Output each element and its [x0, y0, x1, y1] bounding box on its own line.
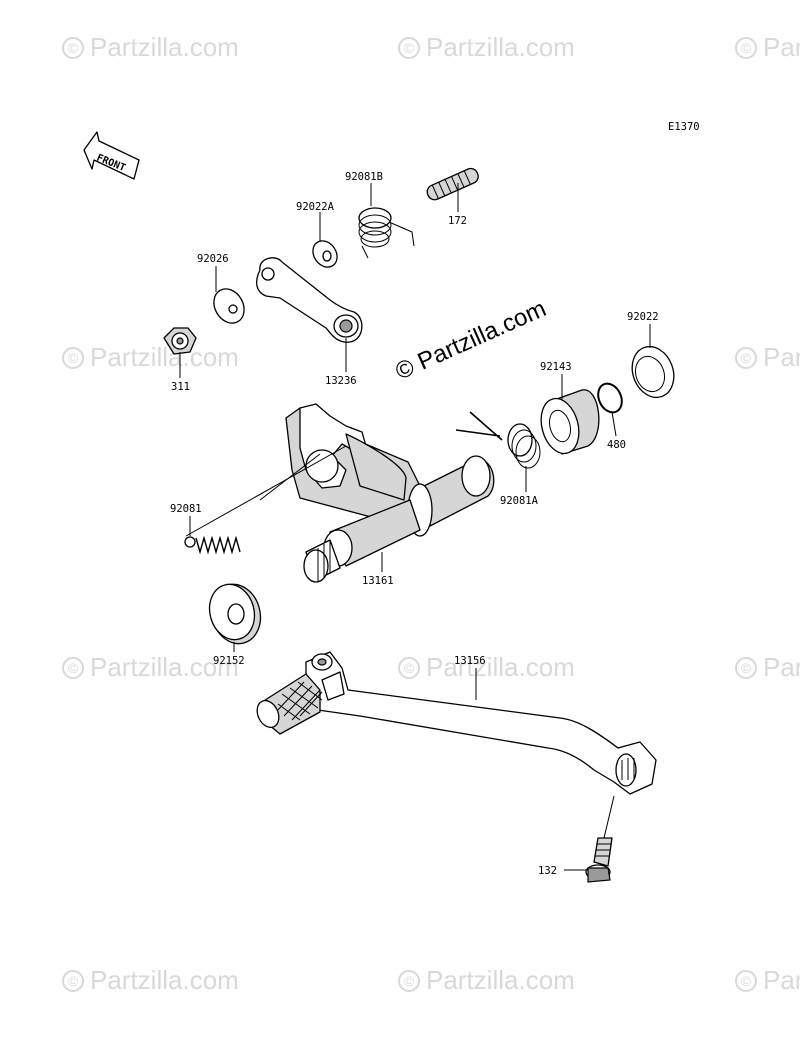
part-13161-shaft	[259, 403, 495, 583]
copyright-icon: ©	[398, 657, 420, 679]
watermark: ©Partzilla.com	[62, 965, 239, 996]
copyright-icon: ©	[62, 657, 84, 679]
watermark: ©Partzilla.com	[62, 32, 239, 63]
watermark: ©Partzilla.com	[398, 965, 575, 996]
watermark: ©Partzilla.com	[62, 342, 239, 373]
part-92143-collar	[540, 389, 600, 455]
watermark: ©Partzilla.com	[398, 32, 575, 63]
label-13236: 13236	[325, 375, 357, 387]
copyright-icon: ©	[735, 970, 757, 992]
label-480: 480	[607, 439, 626, 451]
label-13156: 13156	[454, 655, 486, 667]
part-92081B-spring	[358, 207, 415, 259]
copyright-icon: ©	[398, 970, 420, 992]
copyright-icon: ©	[735, 657, 757, 679]
label-92022A: 92022A	[296, 201, 335, 213]
part-172-pin	[426, 167, 479, 201]
part-132-bolt	[585, 795, 615, 883]
copyright-icon: ©	[735, 347, 757, 369]
copyright-icon: ©	[62, 970, 84, 992]
label-311: 311	[171, 381, 190, 393]
label-92081: 92081	[170, 503, 202, 515]
label-92152: 92152	[213, 655, 245, 667]
part-92152-seal	[208, 583, 262, 645]
part-92022-washer	[631, 345, 675, 399]
label-92143: 92143	[540, 361, 572, 373]
copyright-icon: ©	[735, 37, 757, 59]
label-172: 172	[448, 215, 467, 227]
part-13156-pedal	[256, 651, 657, 795]
front-arrow-icon: FRONT	[83, 131, 140, 180]
watermark: ©Partzilla.com	[735, 32, 800, 63]
label-92081B: 92081B	[345, 171, 383, 183]
label-92022: 92022	[627, 311, 659, 323]
center-watermark: © Partzilla.com	[391, 295, 550, 385]
watermark: ©Partzilla.com	[735, 342, 800, 373]
part-92026-washer	[213, 288, 245, 324]
label-92026: 92026	[197, 253, 229, 265]
copyright-icon: ©	[398, 37, 420, 59]
part-480-circlip	[597, 382, 623, 414]
label-13161: 13161	[362, 575, 394, 587]
watermark: ©Partzilla.com	[398, 652, 575, 683]
label-92081A: 92081A	[500, 495, 539, 507]
diagram-code: E1370	[668, 121, 700, 133]
part-92022A-washer	[312, 240, 338, 268]
watermark: ©Partzilla.com	[735, 965, 800, 996]
watermark: ©Partzilla.com	[735, 652, 800, 683]
copyright-icon: ©	[62, 347, 84, 369]
label-132: 132	[538, 865, 557, 877]
part-13236-lever	[255, 257, 363, 343]
part-311-nut	[163, 327, 197, 355]
part-92081A-spring	[455, 411, 541, 469]
part-92081-spring	[184, 445, 347, 555]
watermark: ©Partzilla.com	[62, 652, 239, 683]
copyright-icon: ©	[62, 37, 84, 59]
